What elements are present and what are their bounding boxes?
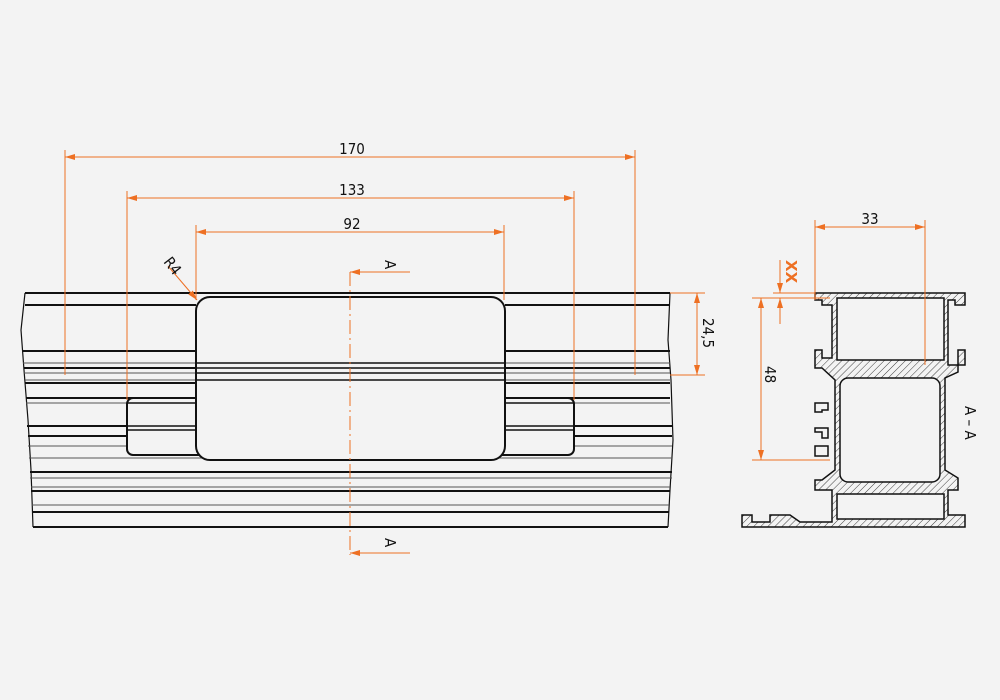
section-view-profile [741, 292, 966, 528]
section-marker-top: A [381, 260, 399, 270]
section-label: A – A [961, 406, 979, 441]
dim-170: 170 [339, 140, 365, 158]
dim-33: 33 [861, 210, 878, 228]
dim-133: 133 [339, 181, 365, 199]
dim-xx: XX [782, 260, 800, 284]
dim-48: 48 [761, 366, 779, 383]
section-marker-bottom: A [381, 538, 399, 548]
dim-24-5: 24,5 [699, 318, 717, 348]
dim-92: 92 [343, 215, 360, 233]
section-dimensions: 33 XX 48 A – A [752, 210, 979, 461]
dim-r4: R4 [160, 253, 185, 278]
front-view-profile [20, 292, 674, 528]
